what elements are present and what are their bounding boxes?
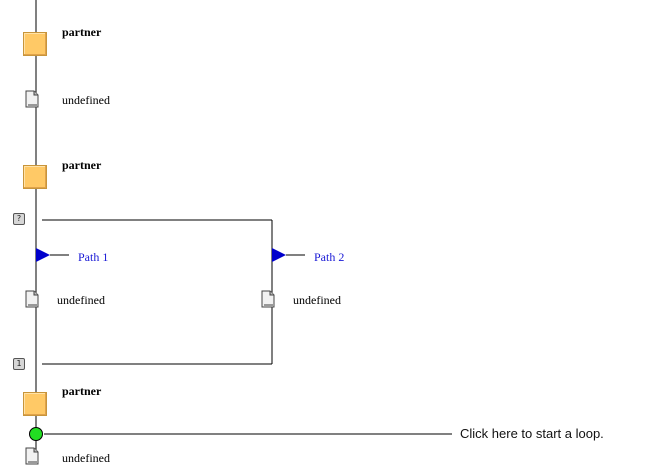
switch-start-marker[interactable]: ?	[13, 213, 25, 225]
path1-activity-label: undefined	[57, 293, 105, 307]
partner-box-icon[interactable]	[23, 32, 47, 56]
document-icon[interactable]	[261, 290, 275, 308]
partner-box-icon[interactable]	[23, 392, 47, 416]
path2-label[interactable]: Path 2	[314, 250, 345, 264]
flag-icon[interactable]	[271, 247, 307, 263]
activity-label: undefined	[62, 93, 110, 107]
document-icon[interactable]	[25, 290, 39, 308]
path2-activity-label: undefined	[293, 293, 341, 307]
circle-node-icon[interactable]	[27, 426, 45, 444]
loop-hint-label[interactable]: Click here to start a loop.	[460, 426, 604, 441]
flag-icon[interactable]	[35, 247, 71, 263]
document-icon[interactable]	[25, 447, 39, 465]
partner-label: partner	[62, 25, 102, 39]
partner-label: partner	[62, 158, 102, 172]
partner-box-icon[interactable]	[23, 165, 47, 189]
partner-label: partner	[62, 384, 102, 398]
document-icon[interactable]	[25, 90, 39, 108]
path1-label[interactable]: Path 1	[78, 250, 109, 264]
activity-label: undefined	[62, 451, 110, 465]
switch-end-marker[interactable]: 1	[13, 358, 25, 370]
